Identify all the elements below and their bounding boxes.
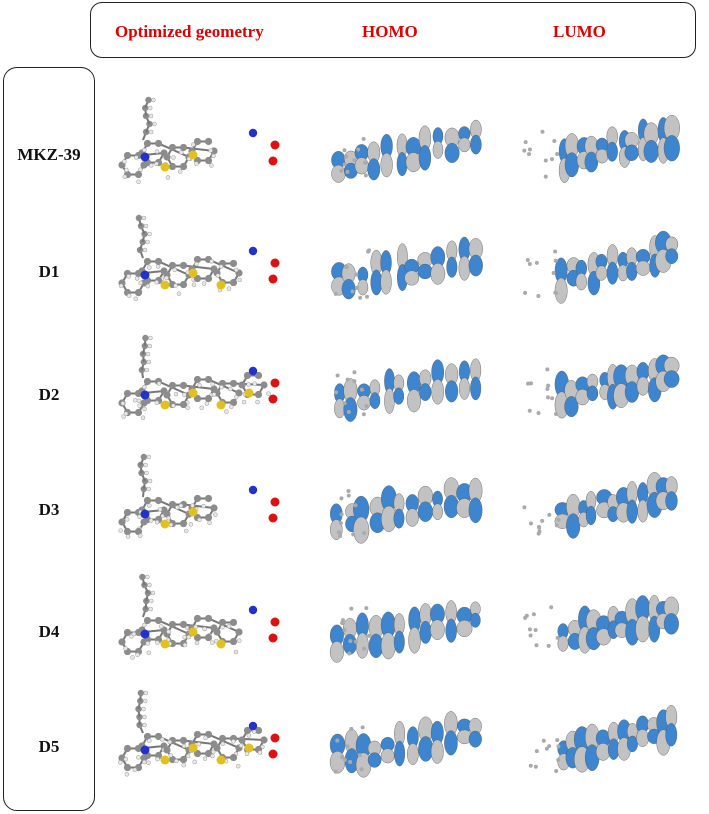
mkz39-homo-image (316, 95, 506, 207)
row-label-d2: D2 (38, 385, 60, 404)
column-header-box (90, 2, 696, 58)
row-label-d1: D1 (38, 262, 60, 281)
row-label-d4: D4 (38, 622, 60, 641)
row-label-d3: D3 (38, 500, 60, 519)
column-title-lumo: LUMO (553, 22, 606, 41)
row-label-d5: D5 (38, 737, 60, 756)
column-title-geometry: Optimized geometry (115, 22, 264, 41)
column-title-homo: HOMO (362, 22, 418, 41)
d5-lumo-image (506, 688, 696, 800)
d2-homo-image (316, 333, 506, 445)
d1-geometry-image (103, 213, 293, 325)
d5-geometry-image (103, 688, 293, 800)
d2-lumo-image (506, 333, 696, 445)
d3-lumo-image (506, 452, 696, 564)
d3-geometry-image (103, 452, 293, 564)
d1-homo-image (316, 213, 506, 325)
d2-geometry-image (103, 333, 293, 445)
d4-lumo-image (506, 572, 696, 684)
d5-homo-image (316, 688, 506, 800)
row-label-mkz39: MKZ-39 (17, 145, 81, 164)
d1-lumo-image (506, 213, 696, 325)
d4-homo-image (316, 572, 506, 684)
d3-homo-image (316, 452, 506, 564)
row-label-box (3, 67, 95, 811)
mkz39-lumo-image (506, 95, 696, 207)
mkz39-geometry-image (103, 95, 293, 207)
d4-geometry-image (103, 572, 293, 684)
